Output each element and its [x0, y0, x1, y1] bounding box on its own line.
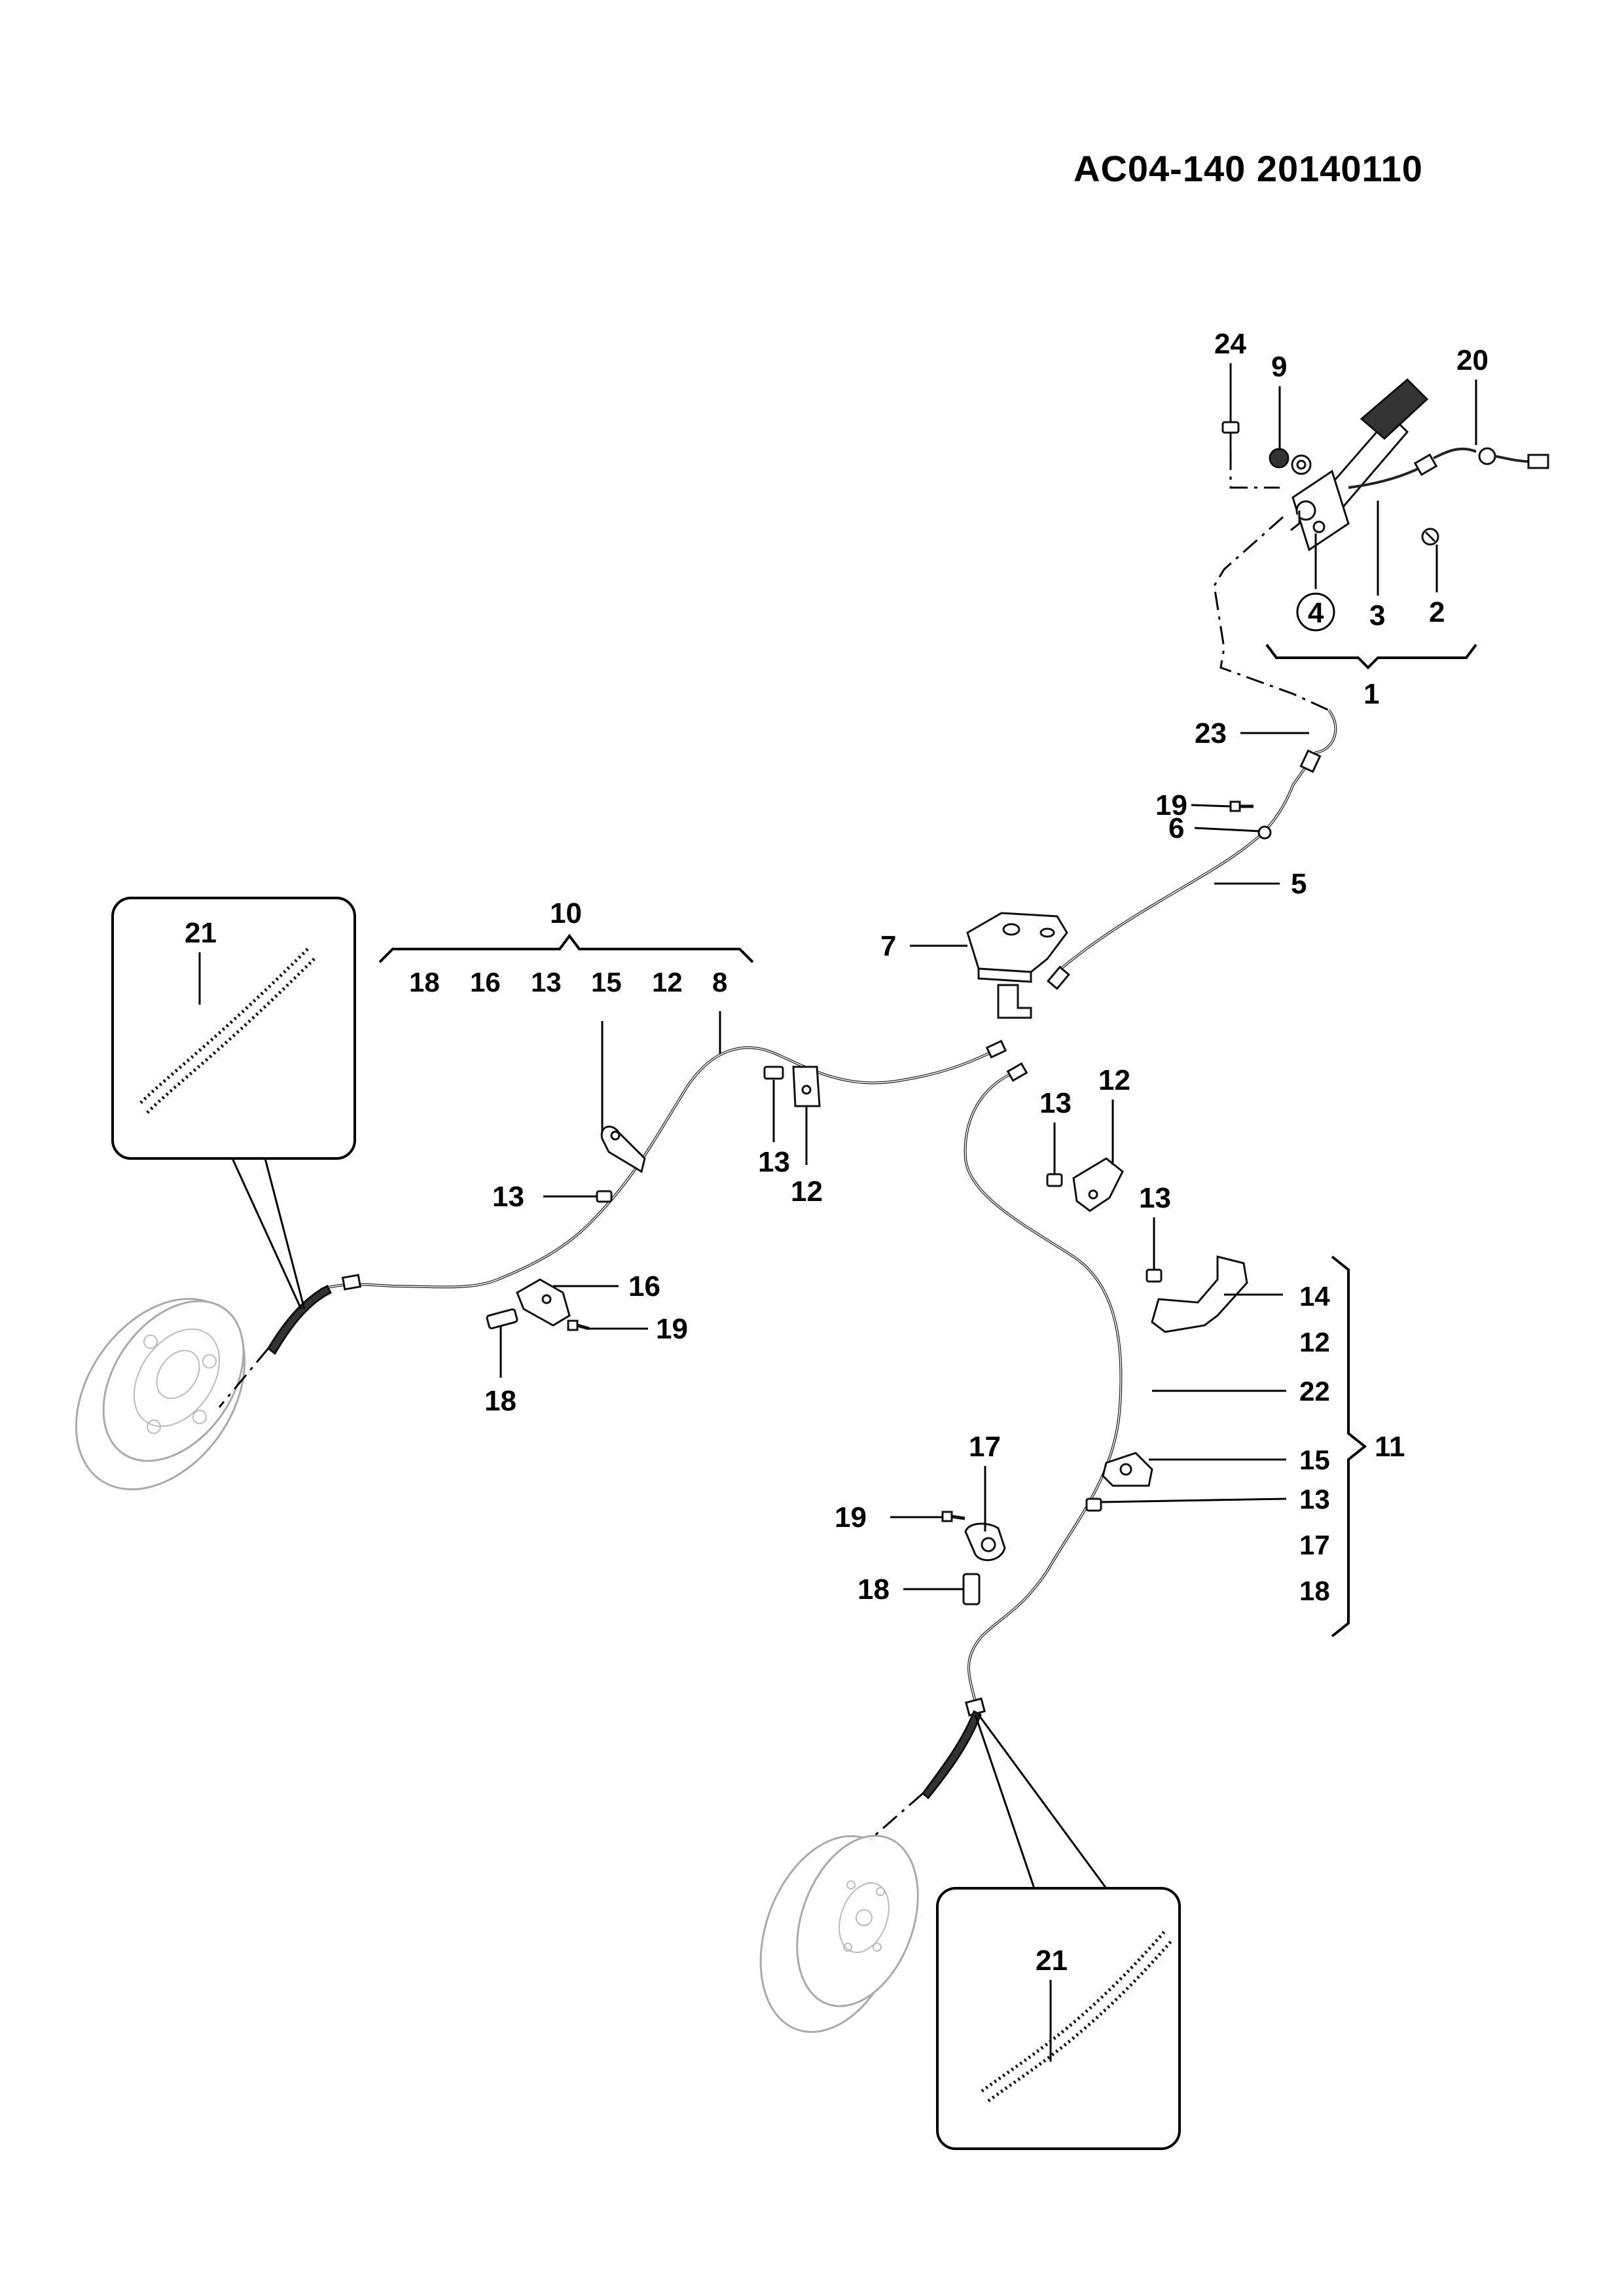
callout-11-item-4: 15 — [1299, 1444, 1330, 1475]
inset-21-left — [111, 897, 356, 1310]
callout-19-right: 19 — [835, 1501, 867, 1534]
callout-19-left: 19 — [656, 1313, 688, 1345]
callout-20: 20 — [1456, 344, 1489, 376]
right-brake-drum — [759, 1835, 919, 2034]
lever-mounting-centerline — [1213, 452, 1329, 711]
bolt-19-left — [567, 1319, 590, 1331]
callout-18-left: 18 — [484, 1385, 516, 1417]
callout-2: 2 — [1429, 596, 1445, 628]
left-cable-centerline — [218, 1348, 270, 1408]
callout-13-left: 13 — [492, 1181, 524, 1213]
rear-right-cable-22 — [921, 1062, 1123, 1800]
nut-9 — [1269, 448, 1312, 475]
callout-13-middle: 13 — [758, 1146, 790, 1178]
bracket-16 — [516, 1278, 571, 1327]
callout-12-middle: 12 — [791, 1175, 823, 1208]
callout-3: 3 — [1369, 600, 1385, 632]
callout-labels: 24 9 20 4 3 2 1 23 19 6 5 7 10 18 16 13 … — [185, 328, 1489, 1977]
callout-12-right: 12 — [1098, 1064, 1130, 1096]
bolt-24 — [1221, 421, 1240, 452]
bracket-14 — [1151, 1255, 1248, 1333]
callout-11-item-2: 12 — [1299, 1327, 1330, 1357]
bracket-15-right — [1102, 1452, 1153, 1487]
document-id: AC04-140 20140110 — [1074, 148, 1423, 189]
callout-11-item-1: 14 — [1299, 1281, 1330, 1312]
callout-4: 4 — [1308, 597, 1324, 629]
callout-4-circle — [1296, 592, 1335, 632]
bolt-19-right — [941, 1511, 965, 1522]
switch-wire-harness — [1348, 447, 1549, 489]
callout-10-item-1: 18 — [409, 967, 440, 997]
clip-13-right-upper — [1046, 1173, 1063, 1187]
rear-left-cable-8 — [267, 1039, 1007, 1355]
brace-1 — [1265, 643, 1477, 670]
callout-10-item-2: 16 — [470, 967, 501, 997]
bracket-12-right — [1072, 1157, 1124, 1212]
callout-11: 11 — [1375, 1431, 1405, 1463]
bolt-19-front — [1229, 800, 1254, 812]
callout-1: 1 — [1363, 678, 1379, 710]
bracket-17 — [964, 1522, 1006, 1562]
brace-10 — [378, 933, 754, 963]
inset-21-right — [936, 1714, 1181, 2150]
left-brake-backing-plate — [75, 1298, 246, 1490]
callout-11-item-7: 18 — [1299, 1575, 1330, 1606]
callout-11-item-3: 22 — [1299, 1376, 1330, 1407]
hand-brake-lever — [1290, 378, 1429, 552]
callout-9: 9 — [1271, 351, 1287, 383]
callout-17: 17 — [969, 1431, 1001, 1463]
callout-10-item-3: 13 — [531, 967, 562, 997]
callout-19-front: 19 — [1155, 789, 1187, 821]
callout-21-right: 21 — [1036, 1945, 1068, 1977]
callout-10-item-5: 12 — [652, 967, 683, 997]
bracket-12-middle — [792, 1066, 821, 1107]
callout-5: 5 — [1291, 868, 1307, 900]
equalizer-bracket-7 — [966, 912, 1068, 1019]
screw-2 — [1421, 528, 1439, 546]
callout-11-item-6: 17 — [1299, 1530, 1330, 1560]
callout-7: 7 — [880, 930, 896, 962]
sleeve-18-right — [962, 1573, 981, 1605]
callout-16: 16 — [628, 1270, 660, 1302]
callout-11-item-5: 13 — [1299, 1484, 1330, 1515]
callout-10-item-6: 8 — [712, 967, 727, 997]
callout-18-right: 18 — [857, 1573, 890, 1605]
callout-13-right-lower: 13 — [1139, 1182, 1171, 1214]
callout-10: 10 — [550, 897, 582, 929]
bracket-15-left — [600, 1125, 646, 1174]
leader-lines — [198, 363, 1477, 2062]
front-brake-cable-5 — [1046, 709, 1337, 990]
clip-13-right-lower — [1146, 1268, 1163, 1283]
callout-13-right-upper: 13 — [1039, 1087, 1072, 1119]
brace-11 — [1331, 1255, 1367, 1638]
right-cable-centerline — [870, 1792, 924, 1840]
sleeve-18-left — [486, 1308, 518, 1329]
callout-24: 24 — [1214, 328, 1246, 360]
callout-21-left: 21 — [185, 917, 217, 949]
callout-23: 23 — [1195, 717, 1227, 749]
callout-10-item-4: 15 — [591, 967, 622, 997]
callout-6: 6 — [1168, 812, 1184, 844]
clip-13-left — [596, 1190, 613, 1203]
clip-13-middle — [763, 1066, 784, 1080]
clip-13-right-bottom — [1085, 1498, 1102, 1512]
